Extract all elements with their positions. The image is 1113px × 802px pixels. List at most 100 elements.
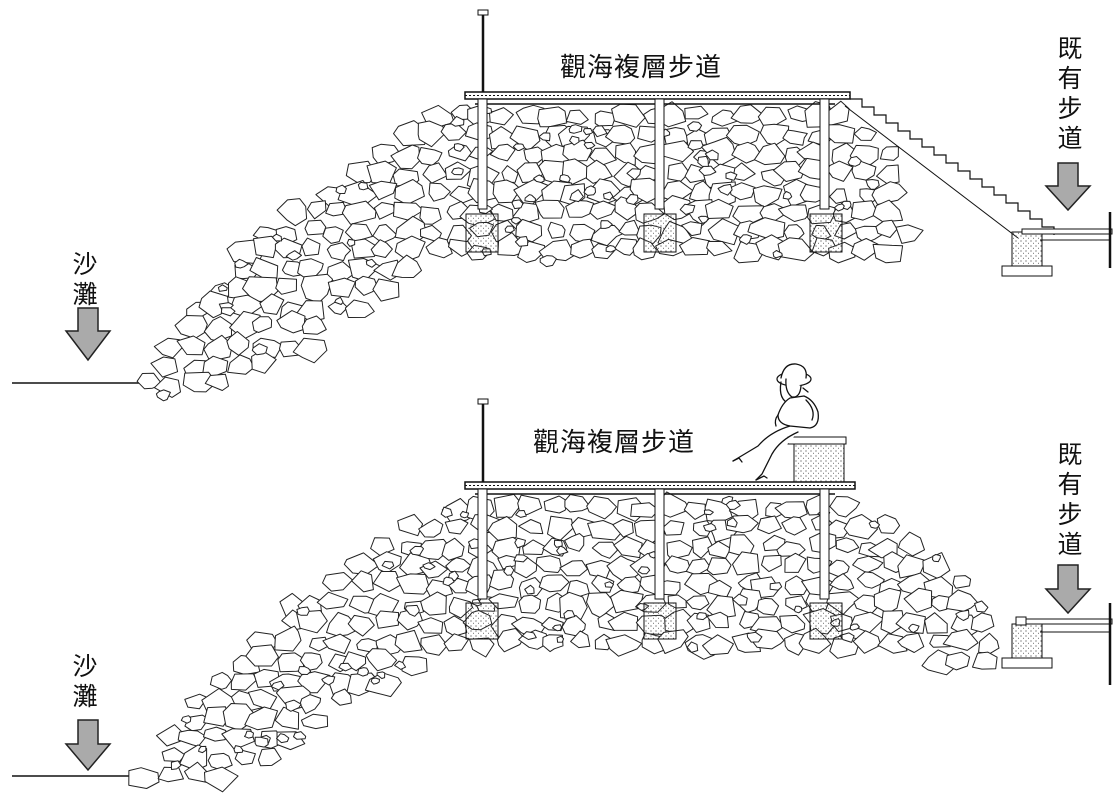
rock [774, 501, 808, 519]
pillar [654, 98, 665, 210]
rock [779, 614, 806, 634]
rock [354, 275, 379, 296]
rock [932, 554, 941, 563]
rock [381, 560, 395, 570]
rock [833, 203, 845, 212]
rock [782, 191, 793, 200]
rock [732, 551, 760, 576]
rock [390, 144, 421, 170]
rock [849, 623, 860, 631]
rock [535, 555, 562, 573]
rock [533, 174, 545, 183]
footing [465, 213, 499, 253]
stairs-stringer [844, 105, 1019, 239]
rock [217, 284, 228, 292]
rock [346, 238, 356, 247]
rock [428, 182, 451, 202]
rock [344, 223, 373, 242]
rock [659, 491, 691, 518]
rock [244, 706, 278, 731]
rock [230, 673, 257, 691]
rock [391, 254, 422, 278]
rock [445, 557, 472, 573]
rock [341, 200, 377, 225]
rock [469, 637, 495, 658]
rock [664, 555, 692, 574]
rock [879, 146, 899, 161]
rock [706, 611, 729, 629]
rock [155, 389, 171, 402]
rock [372, 571, 402, 593]
rock [444, 518, 469, 535]
rock [372, 278, 400, 302]
rock [605, 124, 636, 145]
rock [559, 560, 588, 577]
rock [877, 633, 908, 654]
rock [594, 110, 616, 127]
rock [868, 520, 880, 529]
rock [746, 631, 763, 643]
rock [793, 605, 803, 614]
rock [847, 156, 862, 167]
rock [370, 239, 393, 258]
rock [556, 635, 565, 643]
rock [334, 296, 344, 305]
rock [177, 729, 207, 747]
rock [397, 513, 424, 537]
rock [565, 109, 589, 125]
rock [865, 179, 880, 190]
rock [781, 516, 807, 536]
rock [876, 514, 901, 534]
rock [605, 245, 617, 253]
rock [559, 174, 571, 183]
existing-path-deck [1021, 228, 1113, 235]
rock [604, 581, 614, 588]
rock [827, 559, 850, 577]
rock [552, 624, 562, 632]
rock [756, 597, 780, 616]
rock [684, 105, 709, 120]
rock [513, 554, 529, 563]
rock [777, 204, 809, 222]
rock [271, 233, 283, 242]
rock [489, 107, 514, 126]
rock [772, 250, 783, 259]
rock [897, 531, 925, 557]
rock [835, 537, 860, 554]
rock [872, 243, 904, 264]
rock [176, 335, 206, 356]
rock [244, 730, 254, 739]
rock [591, 574, 615, 593]
boardwalk-structure [464, 363, 856, 640]
pillar [819, 98, 830, 210]
rock [585, 560, 613, 579]
rock [376, 671, 386, 679]
rock [662, 520, 685, 536]
rock [726, 517, 738, 528]
rock [357, 667, 369, 677]
rock [220, 307, 236, 317]
rock [543, 495, 568, 514]
rock [539, 255, 557, 268]
rock [753, 142, 786, 166]
bottom-section [12, 363, 1113, 793]
rock [626, 168, 642, 181]
rock [730, 104, 764, 124]
rock [850, 200, 879, 221]
rock [419, 206, 442, 225]
rock [357, 181, 369, 191]
rock [707, 579, 732, 598]
rock [553, 539, 563, 548]
rock [952, 575, 972, 589]
railing-post-cap [477, 398, 489, 405]
railing-post-cap [477, 9, 489, 16]
rock [856, 571, 885, 589]
rock [306, 200, 327, 220]
rock [253, 235, 278, 259]
rock [759, 203, 786, 221]
rock [251, 316, 273, 333]
rock [418, 518, 444, 538]
rock [451, 167, 464, 176]
rock [487, 516, 518, 541]
rock [393, 201, 424, 221]
